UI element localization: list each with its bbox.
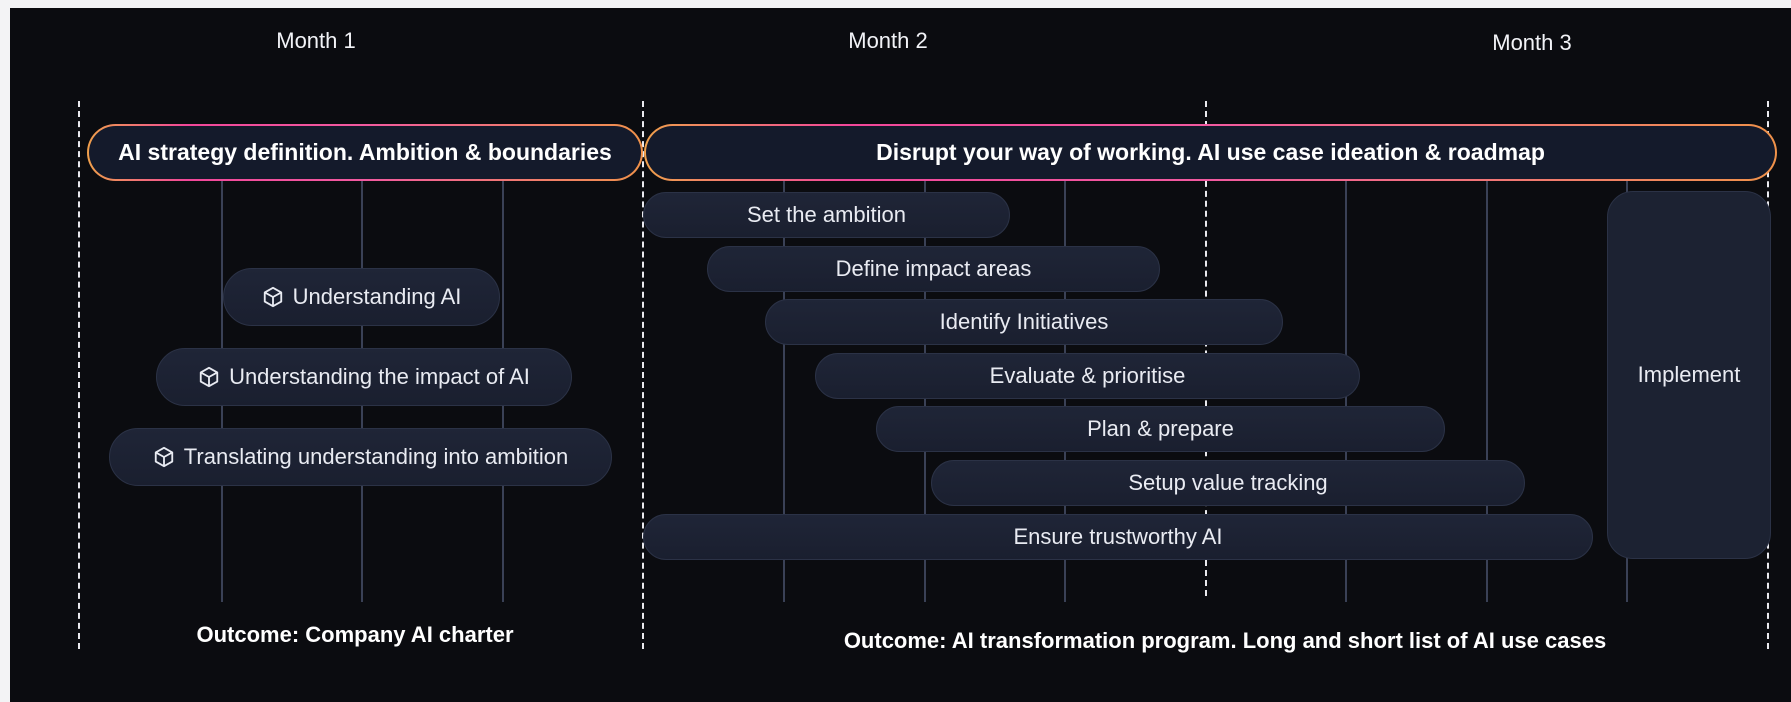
divider-start	[78, 101, 80, 649]
step-evaluate-prioritise: Evaluate & prioritise	[815, 353, 1360, 399]
timeline-diagram: Month 1 Month 2 Month 3 AI strategy defi…	[10, 8, 1791, 702]
activity-understanding-ai: Understanding AI	[223, 268, 500, 326]
divider-month-1-2	[642, 101, 644, 649]
cube-icon	[263, 286, 282, 308]
step-identify-initiatives: Identify Initiatives	[765, 299, 1283, 345]
activity-translating-understanding: Translating understanding into ambition	[109, 428, 612, 486]
week-gridline	[1486, 178, 1488, 602]
month-1-header: Month 1	[276, 28, 356, 53]
step-setup-value-tracking: Setup value tracking	[931, 460, 1525, 506]
activity-understanding-impact-of-ai: Understanding the impact of AI	[156, 348, 572, 406]
outcome-company-ai-charter: Outcome: Company AI charter	[196, 622, 514, 647]
cube-icon	[154, 446, 173, 468]
step-ensure-trustworthy-ai: Ensure trustworthy AI	[643, 514, 1593, 560]
divider-month-2-3	[1205, 101, 1207, 596]
activity-label: Translating understanding into ambition	[183, 444, 569, 469]
step-plan-prepare: Plan & prepare	[876, 406, 1445, 452]
phase-ai-strategy-label: AI strategy definition. Ambition & bound…	[118, 139, 612, 165]
phase-disrupt-label: Disrupt your way of working. AI use case…	[876, 139, 1545, 165]
activity-label: Understanding the impact of AI	[229, 364, 530, 389]
month-3-header: Month 3	[1492, 30, 1572, 55]
step-define-impact-areas: Define impact areas	[707, 246, 1160, 292]
cube-icon	[199, 366, 219, 388]
phase-disrupt-way-of-working: Disrupt your way of working. AI use case…	[644, 124, 1777, 181]
month-2-header: Month 2	[848, 28, 928, 53]
activity-label: Understanding AI	[292, 284, 462, 309]
week-gridline	[783, 178, 785, 602]
implement-label: Implement	[1637, 362, 1741, 387]
outcome-ai-transformation-program: Outcome: AI transformation program. Long…	[843, 628, 1607, 653]
step-set-the-ambition: Set the ambition	[643, 192, 1010, 238]
implement-block: Implement	[1607, 191, 1771, 559]
phase-ai-strategy: AI strategy definition. Ambition & bound…	[87, 124, 643, 181]
